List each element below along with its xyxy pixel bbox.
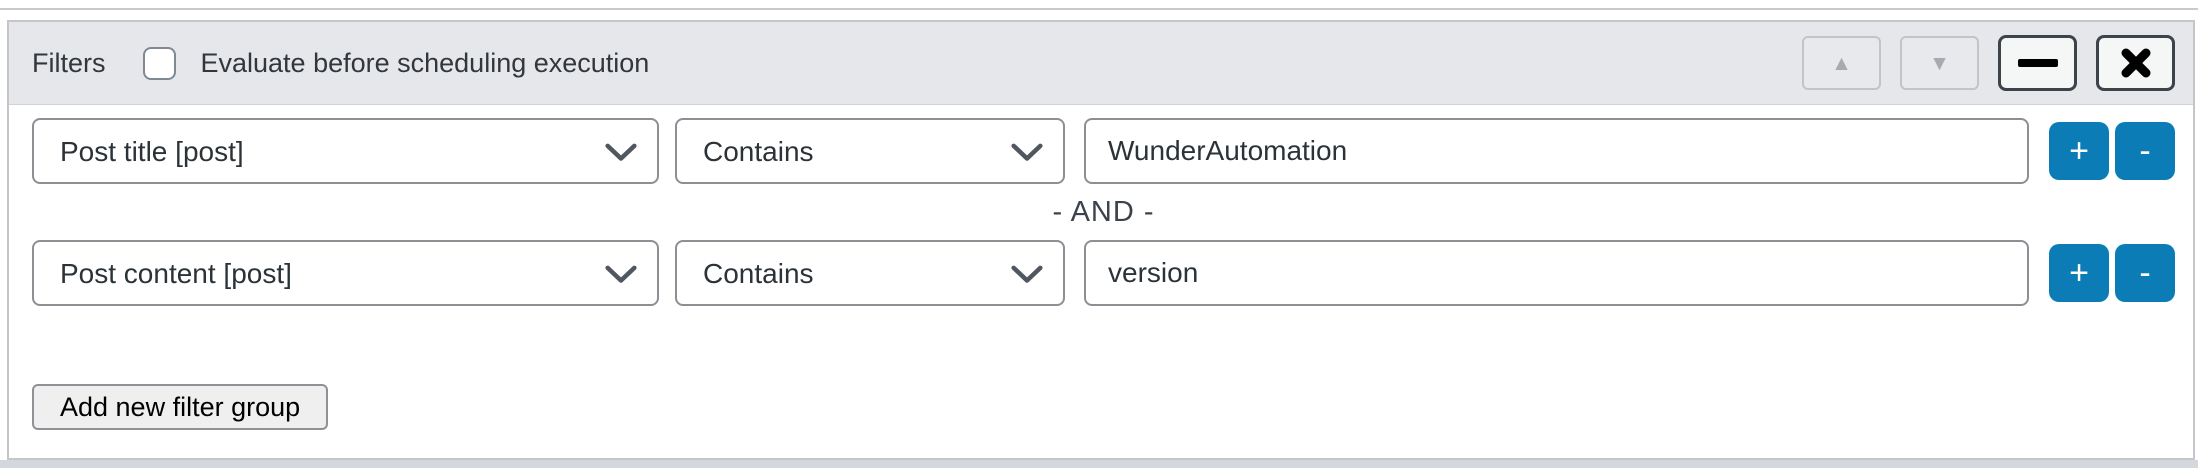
field-select[interactable]: Post content [post] — [32, 240, 659, 306]
filters-metabox: Filters Evaluate before scheduling execu… — [7, 20, 2195, 460]
close-icon — [2121, 48, 2150, 78]
bottom-page-edge — [0, 460, 2198, 468]
move-down-button[interactable]: ▼ — [1900, 36, 1979, 90]
operator-select[interactable]: Contains — [675, 240, 1065, 306]
move-up-button[interactable]: ▲ — [1802, 36, 1881, 90]
collapse-button[interactable] — [1998, 35, 2077, 91]
evaluate-checkbox-label: Evaluate before scheduling execution — [200, 47, 650, 78]
filter-row-2: Post content [post] Contains + - — [32, 240, 2175, 306]
add-filter-button[interactable]: + — [2049, 122, 2109, 180]
filters-body: Post title [post] Contains + - - AND - — [9, 105, 2193, 430]
collapse-icon — [2017, 59, 2058, 67]
triangle-up-icon: ▲ — [1831, 51, 1852, 75]
field-select[interactable]: Post title [post] — [32, 118, 659, 184]
field-select-wrap: Post content [post] — [32, 240, 659, 306]
field-select-wrap: Post title [post] — [32, 118, 659, 184]
remove-filter-button[interactable]: - — [2115, 122, 2175, 180]
filters-header: Filters Evaluate before scheduling execu… — [9, 22, 2193, 105]
and-joiner: - AND - — [1052, 196, 1155, 228]
operator-select-wrap: Contains — [675, 240, 1065, 306]
operator-select[interactable]: Contains — [675, 118, 1065, 184]
add-filter-group-button[interactable]: Add new filter group — [32, 384, 329, 430]
header-button-group: ▲ ▼ — [1783, 35, 2175, 91]
panel-title: Filters — [32, 47, 106, 78]
remove-filter-button[interactable]: - — [2115, 244, 2175, 302]
filter-row-1: Post title [post] Contains + - — [32, 118, 2175, 184]
top-divider — [0, 8, 2198, 10]
value-input[interactable] — [1084, 240, 2029, 306]
close-button[interactable] — [2096, 35, 2175, 91]
add-filter-button[interactable]: + — [2049, 244, 2109, 302]
operator-select-wrap: Contains — [675, 118, 1065, 184]
evaluate-checkbox[interactable] — [142, 46, 176, 80]
triangle-down-icon: ▼ — [1929, 51, 1950, 75]
value-input[interactable] — [1084, 118, 2029, 184]
